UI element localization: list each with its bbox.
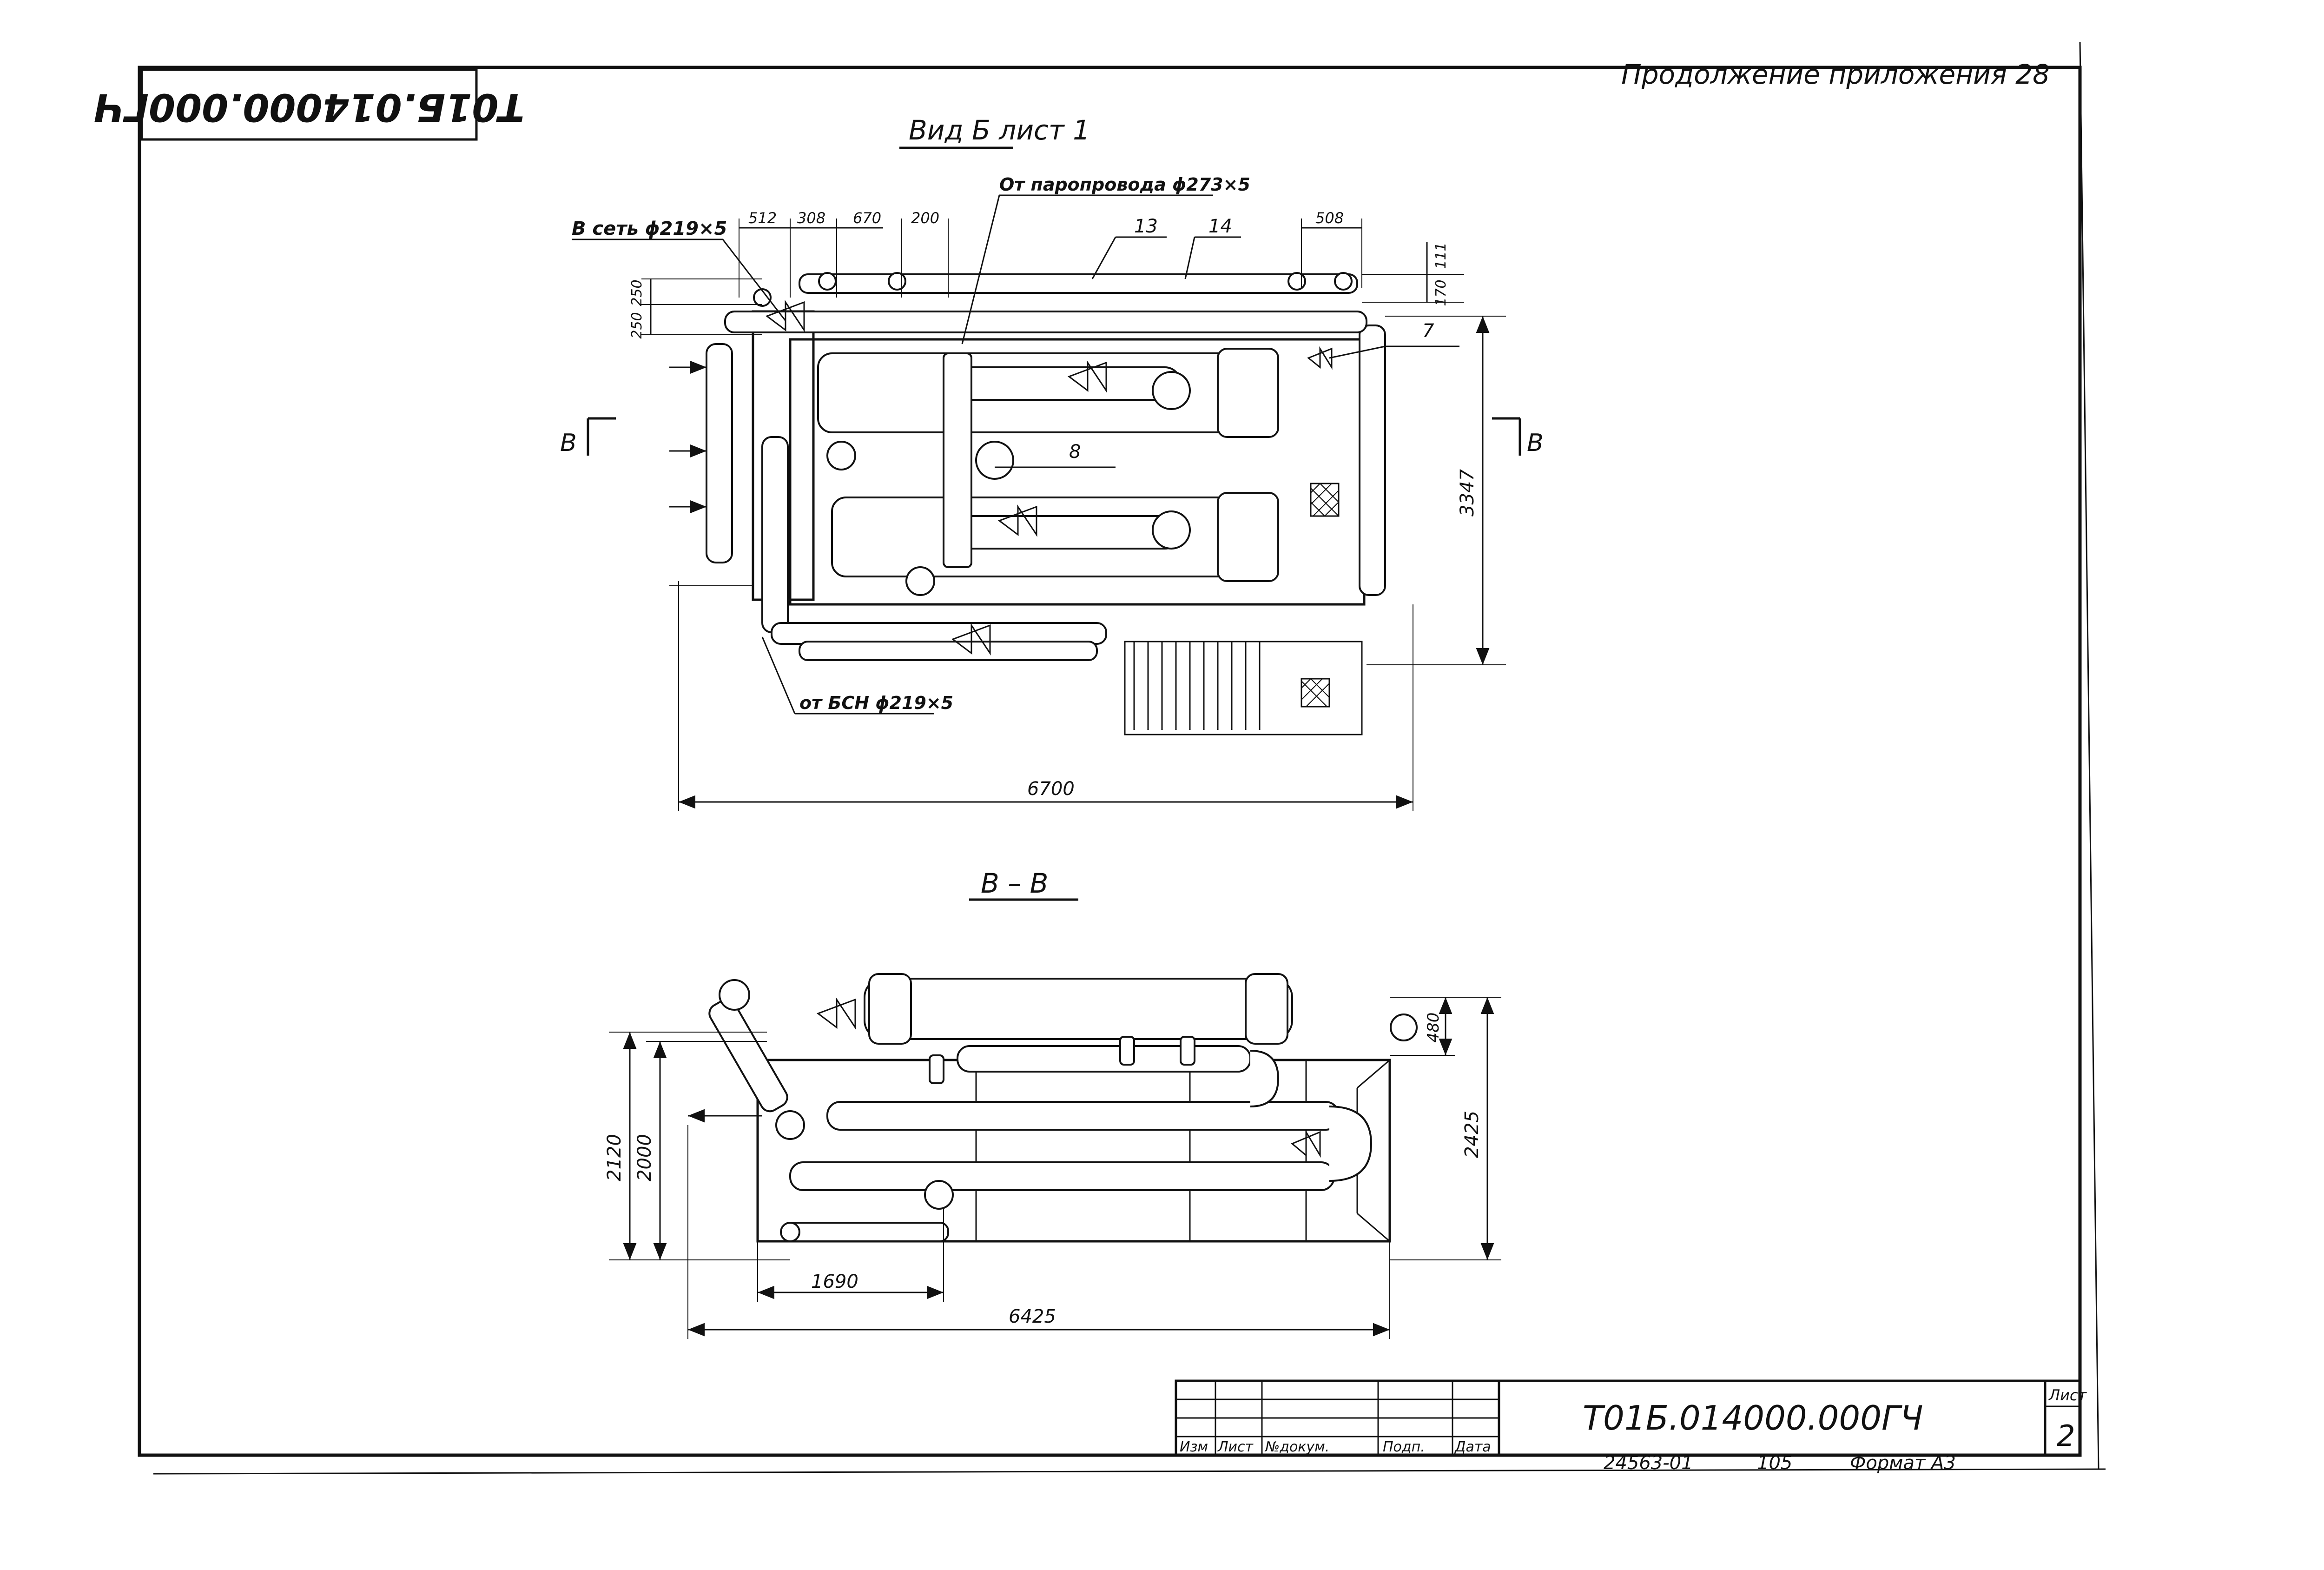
support-hatch-upper	[1310, 483, 1340, 517]
section-vv-title: В – В	[981, 868, 1048, 899]
col-dokum: №докум.	[1264, 1439, 1329, 1455]
footer-format: Формат А3	[1850, 1452, 1956, 1474]
sheet-frame	[138, 41, 2106, 1475]
view-b-title: Вид Б лист 1	[909, 114, 1090, 146]
callout-8: 8	[1069, 441, 1081, 463]
dim-3347: 3347	[1457, 469, 1478, 517]
footer-inventory: 24563-01	[1604, 1452, 1693, 1474]
dim-2000: 2000	[634, 1134, 655, 1181]
doc-code: Т01Б.014000.000ГЧ	[1583, 1398, 1923, 1438]
callout-7: 7	[1422, 320, 1434, 342]
dim-2425: 2425	[1461, 1111, 1483, 1158]
section-mark-right: В	[1527, 429, 1544, 457]
col-data: Дата	[1454, 1439, 1491, 1455]
dim-6425: 6425	[1009, 1306, 1056, 1327]
title-block: Изм Лист №докум. Подп. Дата Т01Б.014000.…	[1175, 1379, 2087, 1474]
col-list: Лист	[1217, 1439, 1254, 1455]
header-note: Продолжение приложения 28	[1621, 59, 2050, 90]
view-b-plan: Вид Б лист 1	[560, 114, 1544, 811]
dim-200: 200	[911, 209, 939, 227]
dim-2120: 2120	[604, 1134, 625, 1181]
label-to-network: В сеть ϕ219×5	[572, 218, 727, 239]
dim-670: 670	[853, 209, 881, 227]
dim-6700: 6700	[1027, 778, 1075, 800]
col-podp: Подп.	[1383, 1439, 1425, 1455]
section-vv: В – В	[604, 868, 1501, 1339]
dim-480: 480	[1424, 1013, 1443, 1043]
callout-13: 13	[1134, 216, 1158, 237]
sheet-number: 2	[2057, 1419, 2075, 1453]
col-izm: Изм	[1180, 1439, 1208, 1455]
footer-page: 105	[1757, 1452, 1792, 1474]
label-from-steam: От паропровода ϕ273×5	[999, 174, 1250, 195]
dim-111: 111	[1433, 242, 1449, 269]
sheet-label: Лист	[2048, 1386, 2087, 1404]
support-hatch-lower	[1301, 678, 1330, 708]
dim-308: 308	[797, 209, 825, 227]
label-from-bsn: от БСН ϕ219×5	[799, 693, 953, 713]
rotated-stamp: Т01Б.014000.000ГЧ	[94, 85, 525, 129]
dim-512: 512	[748, 209, 777, 227]
callout-14: 14	[1208, 216, 1232, 237]
section-mark-left: В	[560, 429, 577, 457]
dim-250a: 250	[629, 279, 645, 306]
stair-steps	[1133, 642, 1261, 730]
dim-1690: 1690	[811, 1271, 858, 1292]
dim-508: 508	[1315, 209, 1344, 227]
